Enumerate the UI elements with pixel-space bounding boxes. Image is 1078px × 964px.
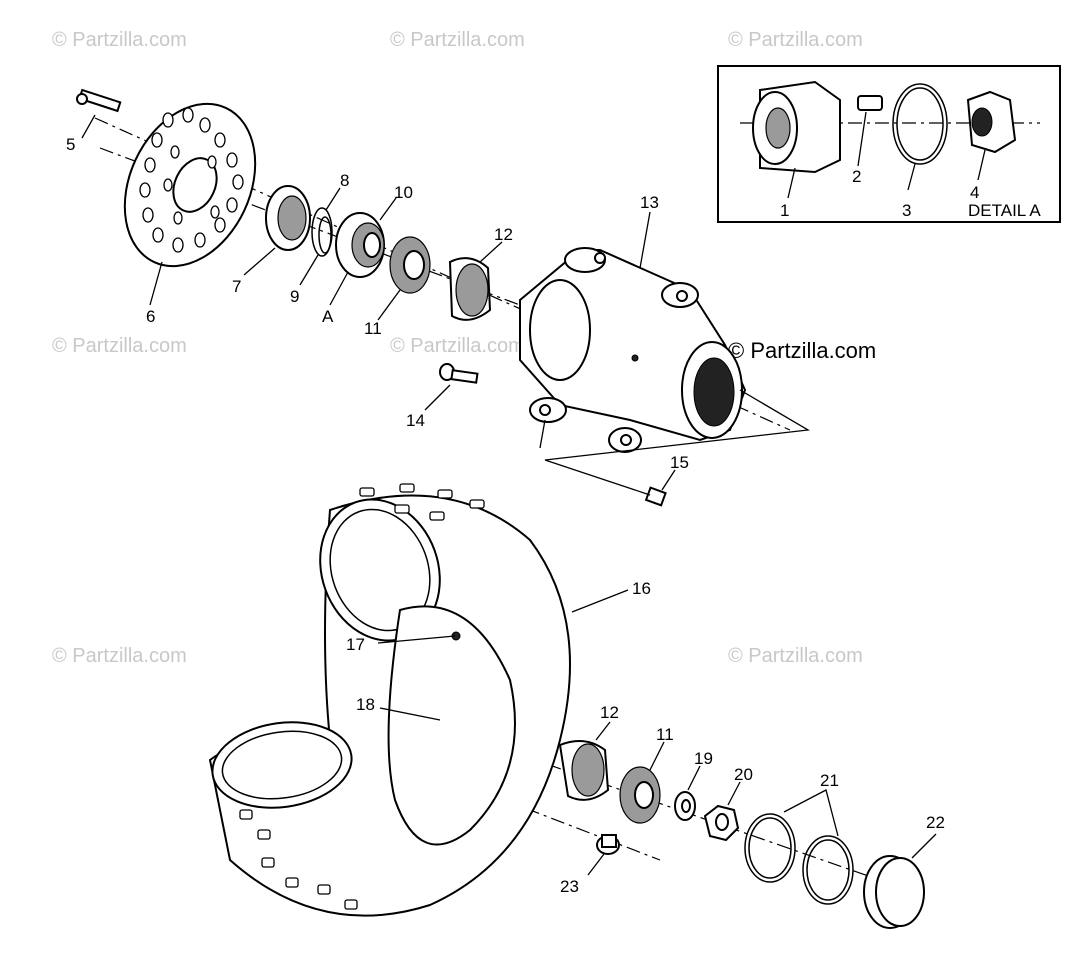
watermark-main: © Partzilla.com — [728, 338, 876, 363]
bearing-11-top — [389, 236, 431, 294]
callout-16: 16 — [632, 579, 651, 598]
race-12-top — [448, 257, 492, 321]
o-rings-21 — [744, 813, 854, 905]
callout-14: 14 — [406, 411, 425, 430]
watermark: © Partzilla.com — [52, 29, 187, 51]
callout-17: 17 — [346, 635, 365, 654]
callout-23: 23 — [560, 877, 579, 896]
callout-10: 10 — [394, 183, 413, 202]
washer-19 — [674, 791, 696, 821]
callout-12: 12 — [494, 225, 513, 244]
callout-20: 20 — [734, 765, 753, 784]
callout-21: 21 — [820, 771, 839, 790]
callout-18: 18 — [356, 695, 375, 714]
callout-22: 22 — [926, 813, 945, 832]
hub-13 — [519, 247, 747, 453]
detail-ring-3 — [892, 83, 948, 165]
watermark: © Partzilla.com — [52, 335, 187, 357]
detail-pin-2 — [857, 95, 883, 111]
valve-15 — [644, 486, 667, 507]
brake-disc-6 — [123, 102, 257, 268]
watermark: © Partzilla.com — [52, 645, 187, 667]
nut-20 — [703, 804, 740, 842]
callout-15: 15 — [670, 453, 689, 472]
watermark: © Partzilla.com — [390, 29, 525, 51]
callout-3: 3 — [902, 201, 911, 220]
leader-lines — [81, 114, 937, 876]
nut-23 — [596, 834, 620, 855]
detail-clutch-1 — [752, 80, 841, 174]
seal-7 — [265, 185, 311, 251]
detail-a-title: DETAIL A — [968, 201, 1041, 220]
bearing-11-bottom — [619, 766, 661, 824]
callout-5: 5 — [66, 135, 75, 154]
screw-14 — [439, 363, 479, 384]
callout-12b: 12 — [600, 703, 619, 722]
detail-nut-4 — [966, 90, 1017, 154]
callouts: 5 6 7 8 9 10 A 11 12 13 14 15 16 17 18 1… — [66, 135, 945, 896]
callout-13: 13 — [640, 193, 659, 212]
callout-7: 7 — [232, 277, 241, 296]
callout-6: 6 — [146, 307, 155, 326]
callout-19: 19 — [694, 749, 713, 768]
callout-1: 1 — [780, 201, 789, 220]
watermark: © Partzilla.com — [728, 645, 863, 667]
callout-11: 11 — [364, 319, 382, 338]
bolt-5 — [76, 88, 122, 113]
watermark: © Partzilla.com — [390, 335, 525, 357]
callout-9: 9 — [290, 287, 299, 306]
cap-22 — [863, 855, 925, 929]
clutch-10 — [335, 212, 385, 278]
detail-a-box: 1 2 3 4 DETAIL A — [717, 65, 1061, 223]
callout-11b: 11 — [656, 725, 674, 744]
callout-2: 2 — [852, 167, 861, 186]
callout-4: 4 — [970, 183, 979, 202]
callout-A: A — [322, 307, 334, 326]
watermark: © Partzilla.com — [728, 29, 863, 51]
clip-8-9 — [311, 207, 333, 257]
tire-16 — [208, 483, 571, 917]
callout-8: 8 — [340, 171, 349, 190]
race-12-bottom — [558, 740, 610, 801]
